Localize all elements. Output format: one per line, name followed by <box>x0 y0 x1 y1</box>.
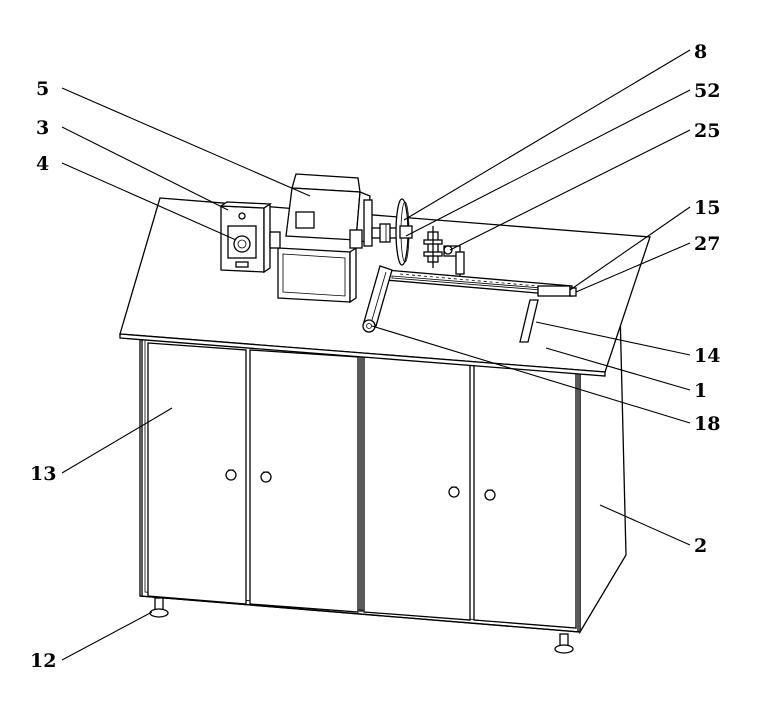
label-25: 25 <box>694 120 720 142</box>
label-3: 3 <box>36 117 49 139</box>
label-18: 18 <box>694 413 720 435</box>
leader-lines <box>61 49 691 661</box>
side-rail <box>362 265 393 333</box>
door-left-outer <box>147 342 247 605</box>
label-15: 15 <box>694 197 720 219</box>
label-13: 13 <box>30 463 56 485</box>
indicator-light-icon <box>238 212 246 220</box>
roller <box>362 319 376 333</box>
door-knob <box>260 471 272 483</box>
leveling-foot-right <box>554 633 574 654</box>
slide-rail <box>385 269 577 297</box>
motor-window <box>295 211 315 229</box>
label-12: 12 <box>30 650 56 672</box>
label-2: 2 <box>694 535 707 557</box>
label-5: 5 <box>36 78 49 100</box>
reel-disc <box>395 198 413 266</box>
label-1: 1 <box>694 380 707 402</box>
label-14: 14 <box>694 345 720 367</box>
control-knob[interactable] <box>233 235 251 253</box>
motor-housing <box>269 173 373 304</box>
door-knob <box>448 486 460 498</box>
wire-guide <box>423 226 465 284</box>
leveling-foot-left <box>149 597 169 618</box>
part-labels: 5 3 4 8 52 25 15 27 14 1 18 2 13 12 <box>30 41 720 672</box>
label-4: 4 <box>36 153 49 175</box>
support-bar <box>519 299 539 343</box>
label-8: 8 <box>694 41 707 63</box>
door-knob <box>484 489 496 501</box>
label-52: 52 <box>694 80 720 102</box>
door-left-inner <box>249 349 359 613</box>
door-knob <box>225 469 237 481</box>
controller-box <box>218 201 273 274</box>
label-27: 27 <box>694 233 720 255</box>
